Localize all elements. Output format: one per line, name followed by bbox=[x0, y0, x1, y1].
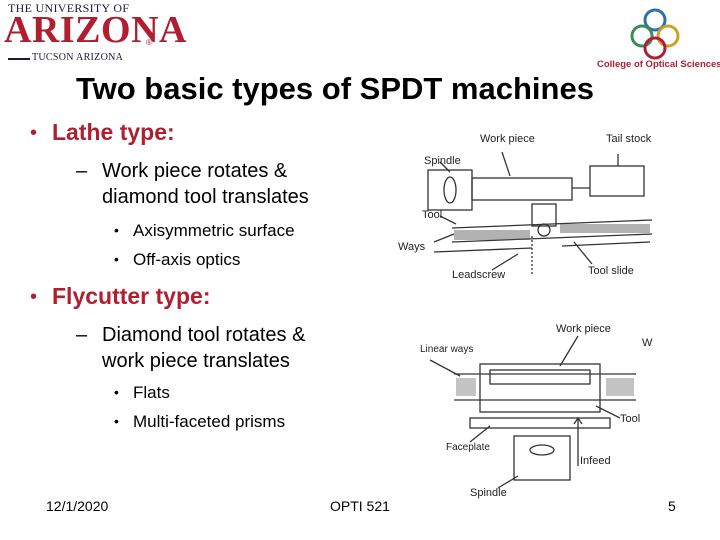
bullet-icon: • bbox=[114, 413, 119, 429]
lathe-label-ways: Ways bbox=[398, 241, 426, 253]
flycutter-label-faceplate: Faceplate bbox=[446, 442, 490, 453]
lathe-label-toolslide: Tool slide bbox=[588, 265, 634, 277]
lathe-label-leadscrew: Leadscrew bbox=[452, 269, 505, 281]
college-name: College of Optical Sciences bbox=[597, 59, 720, 70]
lathe-tailstock bbox=[589, 165, 645, 197]
lathe-description: Work piece rotates & diamond tool transl… bbox=[102, 158, 309, 210]
section-heading-flycutter: Flycutter type: bbox=[52, 283, 211, 309]
bullet-icon: • bbox=[30, 122, 38, 144]
flycutter-rotation-icon bbox=[529, 444, 555, 456]
university-logo: ARIZONA bbox=[4, 9, 187, 51]
lathe-item-1: Axisymmetric surface bbox=[133, 221, 295, 240]
flycutter-label-w: W bbox=[642, 337, 653, 349]
flycutter-faceplate bbox=[469, 417, 611, 429]
flycutter-label-infeed: Infeed bbox=[580, 455, 611, 467]
lathe-rotation-icon bbox=[443, 176, 457, 204]
lathe-label-tool: Tool bbox=[422, 209, 442, 221]
flycutter-label-spindle: Spindle bbox=[470, 487, 507, 499]
section-heading-lathe: Lathe type: bbox=[52, 119, 175, 145]
lathe-label-workpiece: Work piece bbox=[480, 133, 535, 145]
footer-date: 12/1/2020 bbox=[46, 498, 109, 514]
bullet-icon: • bbox=[114, 251, 119, 267]
lathe-description-line-2: diamond tool translates bbox=[102, 186, 309, 208]
flycutter-item-2: Multi-faceted prisms bbox=[133, 412, 286, 431]
dash-icon: – bbox=[76, 324, 88, 346]
lathe-description-line-1: Work piece rotates & bbox=[102, 160, 288, 182]
bullet-icon: • bbox=[114, 384, 119, 400]
flycutter-diagram: Work piece W Linear ways Tool Faceplate … bbox=[420, 323, 653, 499]
flycutter-spindle bbox=[513, 435, 571, 481]
university-city: TUCSON ARIZONA bbox=[32, 52, 124, 63]
flycutter-workpiece bbox=[489, 369, 591, 385]
footer-course: OPTI 521 bbox=[330, 498, 390, 514]
lathe-spindle-housing bbox=[427, 169, 473, 211]
lathe-label-tailstock: Tail stock bbox=[606, 133, 652, 145]
optical-sciences-logo-icon bbox=[630, 8, 680, 60]
flycutter-label-linearways: Linear ways bbox=[420, 344, 473, 355]
flycutter-table bbox=[479, 363, 601, 413]
flycutter-label-workpiece: Work piece bbox=[556, 323, 611, 335]
bullet-icon: • bbox=[30, 286, 38, 308]
flycutter-description: Diamond tool rotates & work piece transl… bbox=[102, 322, 305, 374]
lathe-label-spindle: Spindle bbox=[424, 155, 461, 167]
lathe-diagram: Work piece Tail stock Spindle Tool Ways … bbox=[398, 133, 653, 281]
bullet-icon: • bbox=[114, 222, 119, 238]
flycutter-item-1: Flats bbox=[133, 383, 170, 402]
lathe-item-2: Off-axis optics bbox=[133, 250, 241, 269]
lathe-workpiece bbox=[471, 177, 573, 201]
footer-page-number: 5 bbox=[668, 498, 676, 514]
dash-icon: – bbox=[76, 160, 88, 182]
flycutter-label-tool: Tool bbox=[620, 413, 640, 425]
flycutter-description-line-2: work piece translates bbox=[102, 350, 290, 372]
slide-title: Two basic types of SPDT machines bbox=[76, 71, 594, 106]
university-header-text: THE UNIVERSITY OF bbox=[8, 1, 130, 15]
registered-mark: ® bbox=[146, 38, 152, 47]
logo-underline bbox=[8, 58, 30, 60]
lathe-tool-holder bbox=[531, 203, 557, 227]
flycutter-description-line-1: Diamond tool rotates & bbox=[102, 324, 306, 346]
